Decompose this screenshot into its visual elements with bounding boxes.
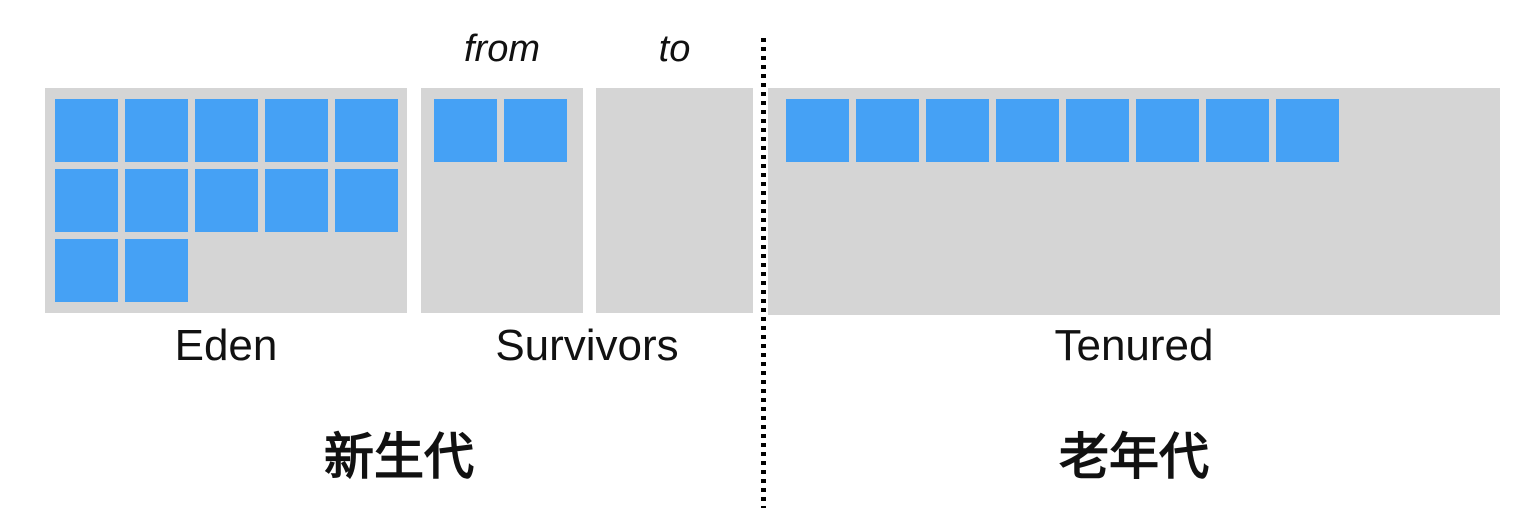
memory-block	[55, 99, 118, 162]
young-generation-label: 新生代	[324, 429, 474, 485]
memory-block	[265, 99, 328, 162]
memory-block	[195, 169, 258, 232]
memory-block	[55, 239, 118, 302]
memory-block	[434, 99, 497, 162]
tenured-label: Tenured	[1054, 321, 1214, 370]
memory-block	[1066, 99, 1129, 162]
memory-block	[335, 169, 398, 232]
survivors-label: Survivors	[495, 321, 679, 370]
memory-block	[996, 99, 1059, 162]
memory-block	[125, 239, 188, 302]
survivor-to-region	[596, 88, 753, 313]
old-generation-label: 老年代	[1059, 429, 1209, 485]
survivor-to-label: to	[658, 28, 691, 70]
tenured-region	[768, 88, 1500, 315]
memory-block	[1206, 99, 1269, 162]
memory-block	[195, 99, 258, 162]
memory-block	[786, 99, 849, 162]
memory-block	[1276, 99, 1339, 162]
memory-block	[856, 99, 919, 162]
memory-block	[265, 169, 328, 232]
memory-block	[504, 99, 567, 162]
memory-block	[335, 99, 398, 162]
generation-divider-dotted-line	[761, 38, 766, 508]
memory-block	[926, 99, 989, 162]
survivor-from-label: from	[464, 28, 540, 70]
survivor-from-region	[421, 88, 583, 313]
eden-region	[45, 88, 407, 313]
memory-block	[125, 169, 188, 232]
eden-label: Eden	[174, 321, 278, 370]
memory-block	[125, 99, 188, 162]
memory-block	[1136, 99, 1199, 162]
memory-block	[55, 169, 118, 232]
